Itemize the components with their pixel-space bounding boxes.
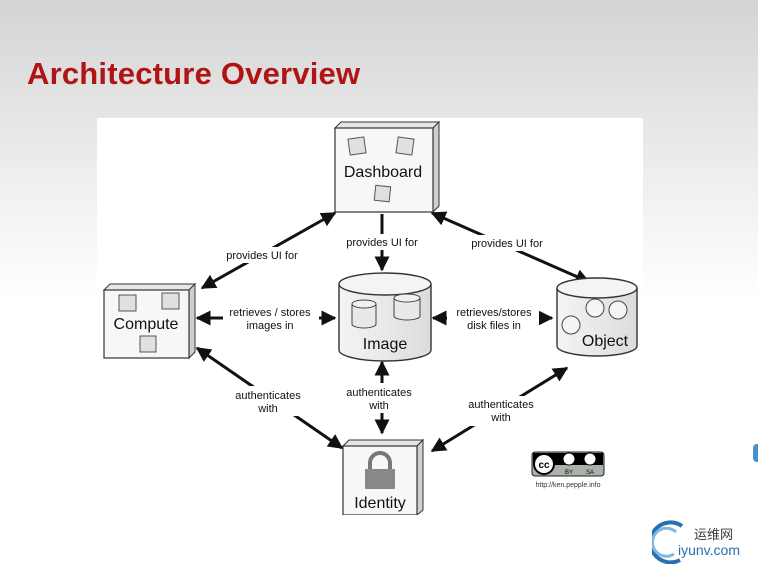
watermark-url: iyunv.com [678, 542, 740, 558]
architecture-diagram: provides UI for provides UI for provides… [97, 118, 643, 517]
identity-node: Identity [341, 438, 425, 517]
license-url: http://ken.pepple.info [536, 482, 601, 489]
edge-label-compute-image-2: images in [246, 320, 293, 332]
edge-label-image-object-2: disk files in [467, 320, 521, 332]
dashboard-label: Dashboard [344, 164, 422, 181]
edge-label-image-identity: authenticates [346, 387, 412, 399]
object-label: Object [582, 333, 629, 350]
dashboard-node: Dashboard [333, 120, 441, 214]
object-node: Object [556, 277, 638, 357]
image-node: Image [338, 272, 432, 362]
license-sa: SA [586, 470, 594, 476]
edge-label-image-identity-2: with [368, 400, 389, 412]
watermark: 运维网 iyunv.com [652, 518, 756, 564]
slide-title: Architecture Overview [27, 56, 361, 91]
edge-label-compute-identity-2: with [257, 403, 278, 415]
compute-node: Compute [102, 282, 197, 360]
edge-label-object-identity-2: with [490, 412, 511, 424]
edge-label-compute-image: retrieves / stores [229, 307, 311, 319]
edge-label-dash-compute: provides UI for [226, 250, 298, 262]
lock-icon [365, 451, 395, 489]
identity-label: Identity [354, 495, 406, 512]
cc-license-badge: cc BY SA [531, 451, 605, 477]
side-tab [753, 444, 758, 462]
image-label: Image [363, 336, 408, 353]
license-by: BY [565, 470, 573, 476]
watermark-cn: 运维网 [694, 528, 734, 543]
edge-label-compute-identity: authenticates [235, 390, 301, 402]
edge-label-object-identity: authenticates [468, 399, 534, 411]
cc-icon: cc [538, 460, 550, 471]
edge-label-dash-image: provides UI for [346, 237, 418, 249]
edge-label-image-object: retrieves/stores [456, 307, 532, 319]
edge-label-dash-object: provides UI for [471, 238, 543, 250]
compute-label: Compute [114, 316, 179, 333]
